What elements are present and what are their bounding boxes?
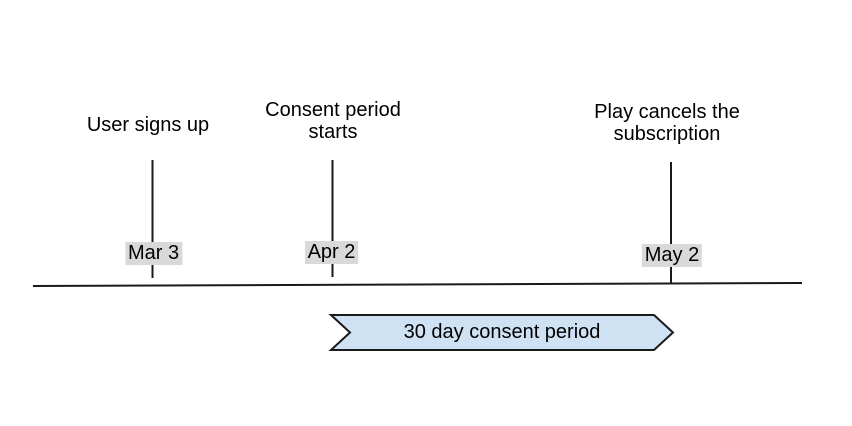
date-label-may-2: May 2	[641, 244, 703, 267]
date-label-mar-3: Mar 3	[124, 242, 183, 265]
consent-period-chevron-banner	[328, 314, 675, 351]
event-label-play-cancels: Play cancels the subscription	[594, 101, 740, 145]
event-label-consent-period-starts: Consent period starts	[265, 99, 401, 143]
event-label-user-signs-up: User signs up	[86, 114, 210, 136]
date-label-apr-2: Apr 2	[304, 241, 359, 264]
consent-period-banner-label: 30 day consent period	[403, 321, 601, 343]
timeline-axis	[32, 282, 803, 287]
